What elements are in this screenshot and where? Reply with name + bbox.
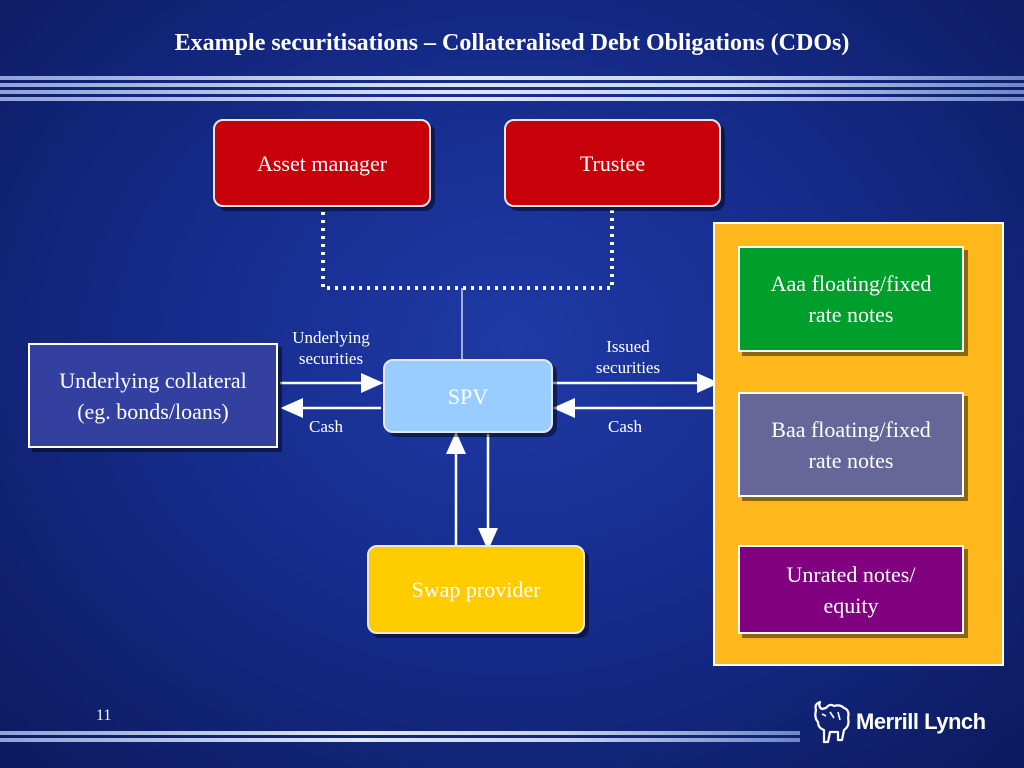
page-number: 11	[96, 707, 112, 724]
aaa-label-line1: Aaa floating/fixed	[770, 271, 932, 296]
asset-manager-label: Asset manager	[256, 150, 388, 176]
issued-securities-label: Issued securities	[576, 336, 680, 378]
swap-provider-label: Swap provider	[411, 577, 541, 602]
unrated-notes-box: Unrated notes/ equity	[738, 545, 964, 634]
baa-label-line1: Baa floating/fixed	[771, 416, 931, 442]
spv-box: SPV	[383, 359, 553, 433]
underlying-securities-label: Underlying securities	[276, 327, 386, 369]
cash-left-label: Cash	[309, 417, 343, 436]
logo-wordmark: Merrill Lynch	[856, 709, 986, 734]
underlying-collateral-box: Underlying collateral (eg. bonds/loans)	[28, 343, 278, 448]
bull-icon	[814, 700, 850, 744]
collateral-label-line1: Underlying collateral	[59, 367, 247, 393]
footer-divider	[0, 731, 1024, 745]
title-divider	[0, 76, 1024, 104]
collateral-label-line2: (eg. bonds/loans)	[77, 398, 229, 424]
unrated-label-line1: Unrated notes/	[786, 561, 916, 587]
baa-label-line2: rate notes	[808, 447, 894, 473]
merrill-lynch-logo: Merrill Lynch	[812, 700, 986, 744]
unrated-label-line2: equity	[823, 592, 879, 618]
slide-title: Example securitisations – Collateralised…	[174, 30, 850, 56]
underlying-label-line2: securities	[298, 349, 364, 368]
cash-right-label: Cash	[608, 417, 642, 436]
aaa-notes-box: Aaa floating/fixed rate notes	[738, 246, 964, 352]
asset-manager-box: Asset manager	[213, 119, 431, 207]
spv-label: SPV	[447, 384, 489, 409]
issued-label-line2: securities	[595, 358, 661, 377]
trustee-label: Trustee	[579, 150, 646, 176]
aaa-label-line2: rate notes	[808, 302, 894, 327]
swap-provider-box: Swap provider	[367, 545, 585, 634]
baa-notes-box: Baa floating/fixed rate notes	[738, 392, 964, 497]
underlying-label-line1: Underlying	[292, 328, 370, 347]
issued-label-line1: Issued	[606, 337, 650, 356]
dotted-oversight-line	[321, 206, 614, 290]
trustee-box: Trustee	[504, 119, 721, 207]
